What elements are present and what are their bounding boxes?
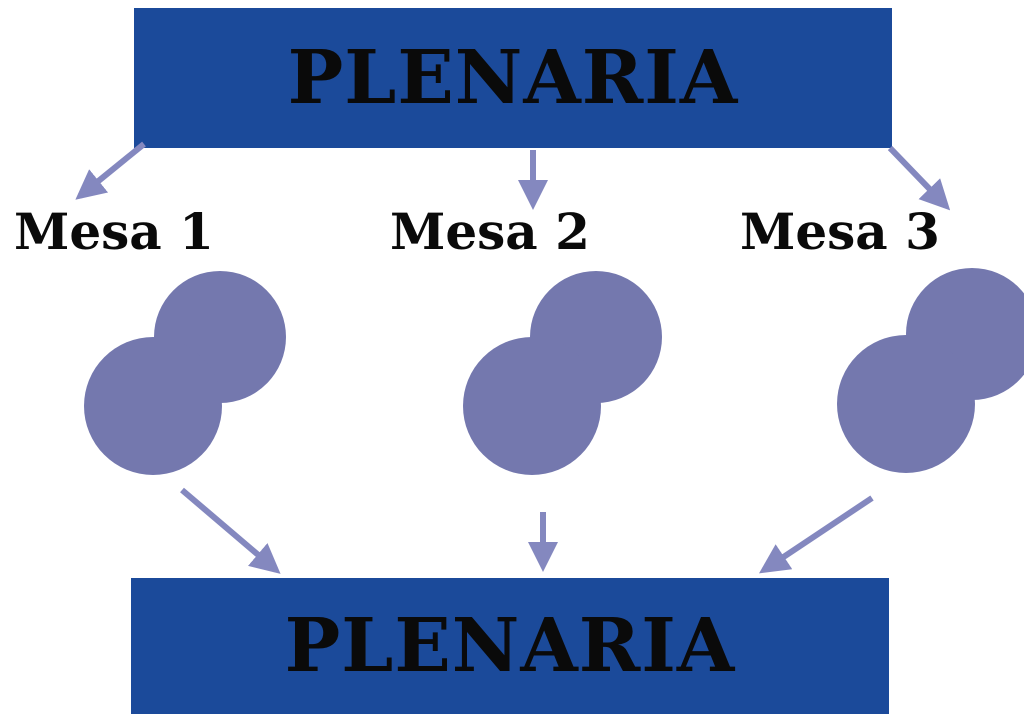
group-circles-icon-mesa-2 xyxy=(463,271,662,475)
plenaria-top-label: PLENARIA xyxy=(287,35,739,121)
plenaria-bottom-label: PLENARIA xyxy=(284,603,736,689)
group-circles-icon-mesa-1 xyxy=(84,271,286,475)
arrow-top-to-mesa-1 xyxy=(75,141,146,200)
mesa-2-label: Mesa 2 xyxy=(390,202,590,261)
plenaria-bottom-box: PLENARIA xyxy=(131,578,889,714)
plenaria-top-box: PLENARIA xyxy=(134,8,892,148)
arrow-mesa-1-to-bottom xyxy=(180,487,281,574)
arrow-top-to-mesa-3 xyxy=(887,145,951,211)
arrow-mesa-3-to-bottom xyxy=(759,495,874,574)
mesa-1-label: Mesa 1 xyxy=(14,202,214,261)
group-circles-icon-mesa-3 xyxy=(837,268,1024,473)
mesa-3-label: Mesa 3 xyxy=(740,202,940,261)
